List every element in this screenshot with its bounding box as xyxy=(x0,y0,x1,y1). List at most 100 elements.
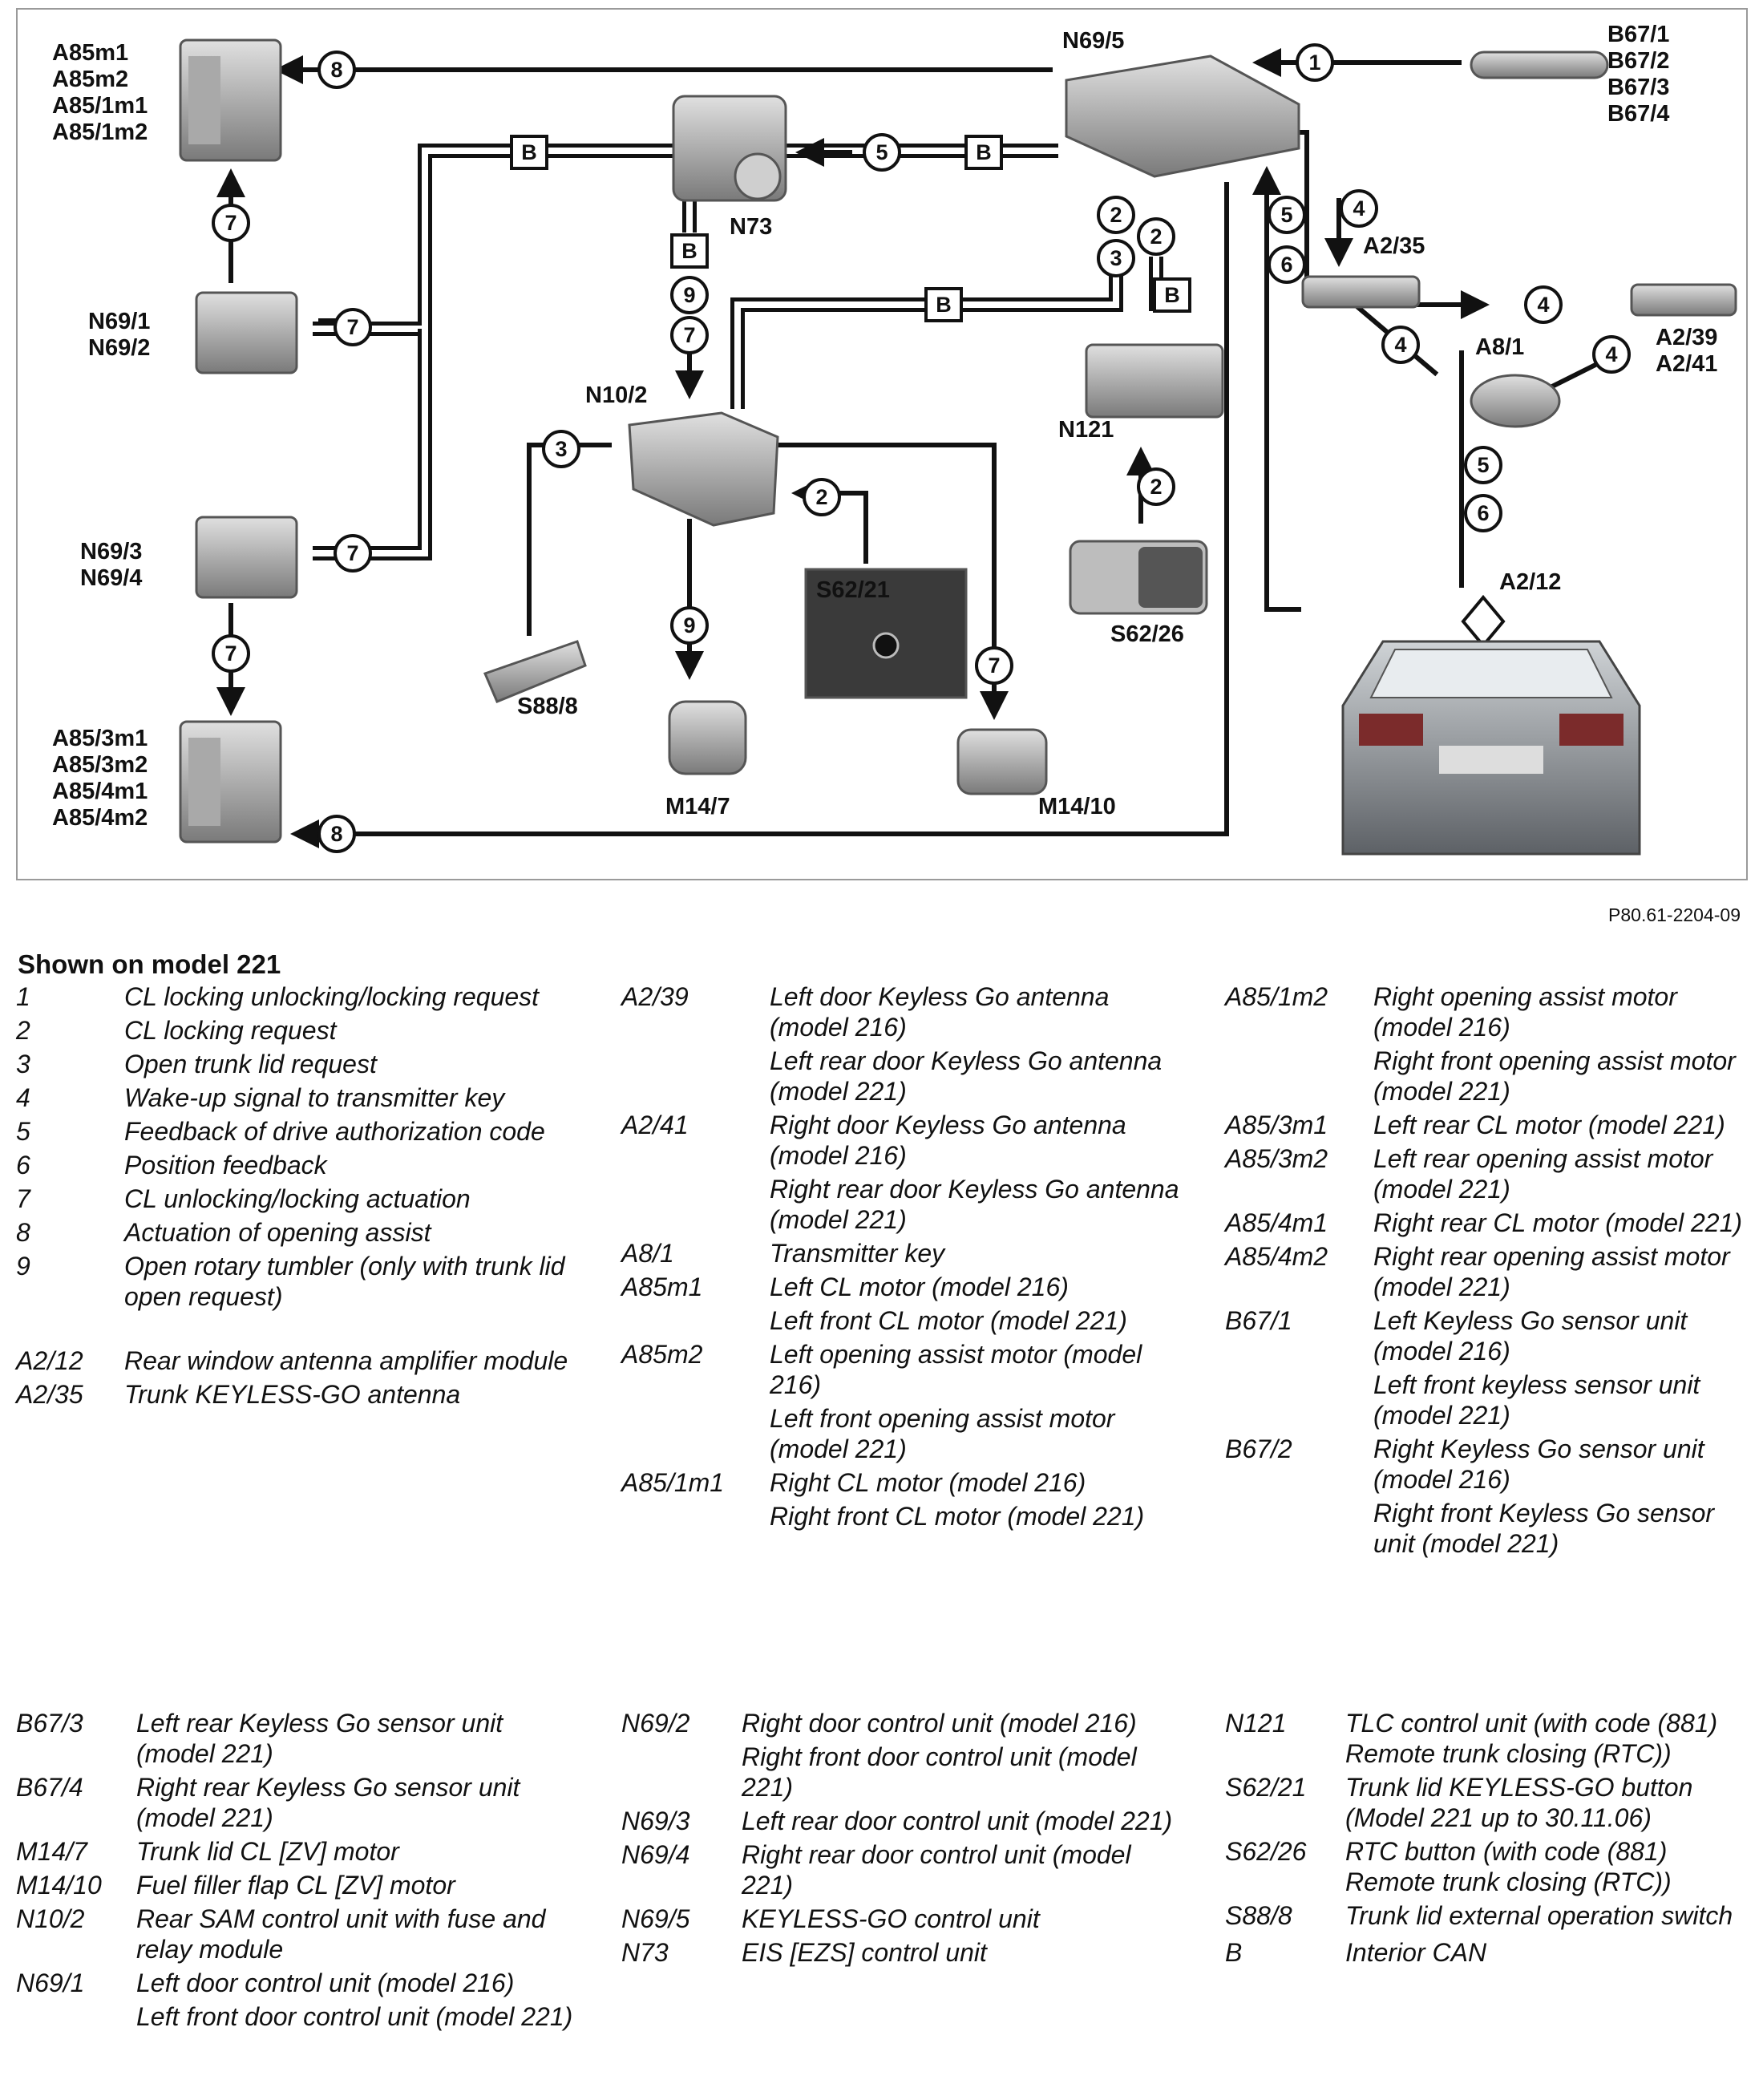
label-n69-1: N69/1 xyxy=(88,309,150,334)
label-a2-35: A2/35 xyxy=(1363,233,1425,259)
legend-key: B67/3 xyxy=(16,1709,83,1738)
figure-code: P80.61-2204-09 xyxy=(1608,904,1741,925)
label-a85-1m2: A85/1m2 xyxy=(52,119,148,145)
label-m14-10: M14/10 xyxy=(1038,794,1116,819)
label-b67-1: B67/1 xyxy=(1607,22,1669,47)
m14-7-motor-picture xyxy=(668,700,747,775)
legend-key: N69/2 xyxy=(621,1709,690,1738)
legend-key: 3 xyxy=(16,1050,30,1078)
legend-key: 5 xyxy=(16,1117,30,1146)
legend-description: Left rear door Keyless Go antenna (model… xyxy=(770,1046,1163,1106)
legend-entry: Right rear door Keyless Go antenna (mode… xyxy=(621,1174,1183,1235)
a2-35-antenna-picture xyxy=(1301,275,1421,309)
legend-key: 2 xyxy=(16,1016,30,1045)
label-n69-2: N69/2 xyxy=(88,335,150,361)
s88-8-switch-picture xyxy=(483,640,587,703)
legend-description: Position feedback xyxy=(124,1151,327,1179)
legend-key: B67/1 xyxy=(1225,1306,1292,1335)
num-6-a2-12: 6 xyxy=(1280,253,1292,277)
label-a2-39: A2/39 xyxy=(1656,325,1717,350)
num-7-n73: 7 xyxy=(683,323,695,347)
signal-number-circles xyxy=(212,43,1631,853)
legend-entry: B67/3 Left rear Keyless Go sensor unit (m… xyxy=(16,1708,577,1769)
num-5-a8-1: 5 xyxy=(1477,453,1489,477)
label-s88-8: S88/8 xyxy=(517,694,578,719)
label-n10-2: N10/2 xyxy=(585,382,647,408)
legend-entry: Right front Keyless Go sensor unit (mode… xyxy=(1225,1498,1754,1559)
num-2-n69-5: 2 xyxy=(1110,203,1122,227)
num-9-m14-7: 9 xyxy=(683,613,695,637)
label-n69-5: N69/5 xyxy=(1062,28,1124,54)
legend-description: Left front CL motor (model 221) xyxy=(770,1306,1127,1335)
legend-key: N69/4 xyxy=(621,1840,690,1869)
label-a8-1: A8/1 xyxy=(1475,334,1524,360)
legend-entry: Right front door control unit (model 221… xyxy=(621,1742,1183,1803)
legend-key: N69/3 xyxy=(621,1807,690,1835)
legend-description: Left front door control unit (model 221) xyxy=(136,2002,573,2031)
legend-entry: Left rear door Keyless Go antenna (model… xyxy=(621,1046,1183,1107)
legend-key: N69/5 xyxy=(621,1904,690,1933)
legend-description: Interior CAN xyxy=(1345,1938,1487,1967)
bus-b-label-4: B xyxy=(936,293,952,317)
num-2-s62-21: 2 xyxy=(815,485,827,509)
legend-description: Left rear Keyless Go sensor unit (model … xyxy=(136,1709,503,1768)
legend-description: CL unlocking/locking actuation xyxy=(124,1184,471,1213)
bus-b-label-2: B xyxy=(976,140,992,164)
num-5-n73: 5 xyxy=(875,140,888,164)
legend-title: Shown on model 221 xyxy=(18,949,281,979)
label-n121: N121 xyxy=(1058,417,1114,443)
label-a2-12: A2/12 xyxy=(1499,569,1561,595)
legend-description: Open rotary tumbler (only with trunk lid… xyxy=(124,1252,565,1311)
label-a85-1m1: A85/1m1 xyxy=(52,93,148,119)
num-4-a2-39: 4 xyxy=(1537,293,1549,317)
label-n73: N73 xyxy=(730,214,772,240)
label-b67-2: B67/2 xyxy=(1607,48,1669,74)
legend-key: A2/12 xyxy=(16,1346,83,1375)
label-a85-3m1: A85/3m1 xyxy=(52,726,148,751)
n69-1-unit-picture xyxy=(195,291,298,374)
legend-key: S62/26 xyxy=(1225,1837,1307,1866)
legend-key: A2/35 xyxy=(16,1380,83,1409)
legend-key: N10/2 xyxy=(16,1904,85,1933)
legend-description: Left rear CL motor (model 221) xyxy=(1373,1111,1725,1139)
num-5-a2-12: 5 xyxy=(1280,203,1292,227)
label-m14-7: M14/7 xyxy=(665,794,730,819)
component-labels: A85m1 A85m2 A85/1m1 A85/1m2 N69/1 N69/2 … xyxy=(52,22,1717,831)
legend-key xyxy=(621,1742,742,1803)
num-4-a8-1-left: 4 xyxy=(1394,333,1406,357)
bus-b-label-5: B xyxy=(1164,283,1180,307)
legend-key: A85m2 xyxy=(621,1340,703,1369)
legend-key: S88/8 xyxy=(1225,1901,1292,1930)
signal-wires xyxy=(216,48,1607,848)
legend-key: B67/2 xyxy=(1225,1434,1292,1463)
bus-b-label-3: B xyxy=(681,239,698,263)
legend-key: A85/4m2 xyxy=(1225,1242,1328,1271)
legend-description: Rear window antenna amplifier module xyxy=(124,1346,568,1375)
legend-description: Trunk lid CL [ZV] motor xyxy=(136,1837,399,1866)
num-7-n69-1: 7 xyxy=(346,315,358,339)
label-b67-4: B67/4 xyxy=(1607,101,1669,127)
num-7-n69-3: 7 xyxy=(346,541,358,565)
legend-key: A2/39 xyxy=(621,982,689,1011)
legend-entry: Left front door control unit (model 221) xyxy=(16,2001,577,2032)
legend-description: Fuel filler flap CL [ZV] motor xyxy=(136,1871,455,1900)
s62-21-button-picture xyxy=(804,568,968,699)
